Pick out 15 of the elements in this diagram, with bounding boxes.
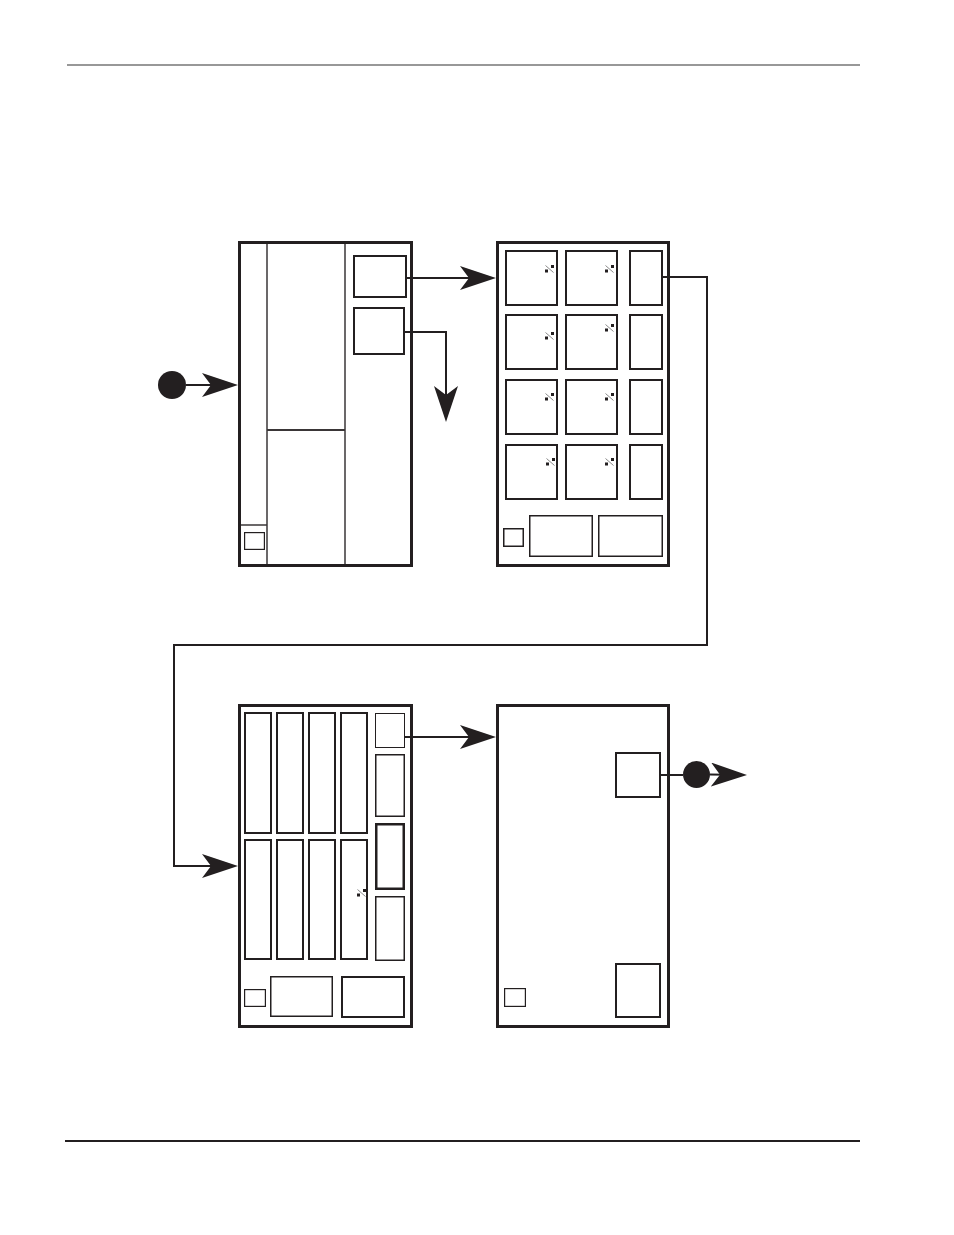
arrow [709, 762, 747, 787]
screen-frame [238, 241, 413, 567]
screen-button [629, 250, 663, 306]
screen-frame [496, 704, 670, 1028]
screen-button [353, 307, 405, 355]
connector-dot [683, 761, 710, 788]
connector-dot [158, 371, 186, 399]
arrow [404, 725, 496, 749]
screen-button [353, 255, 407, 298]
arrow [406, 266, 496, 290]
screen-button [375, 713, 405, 748]
arrow [185, 373, 238, 397]
screen-button [615, 752, 661, 798]
arrow [404, 331, 458, 422]
connector-line [660, 774, 684, 776]
